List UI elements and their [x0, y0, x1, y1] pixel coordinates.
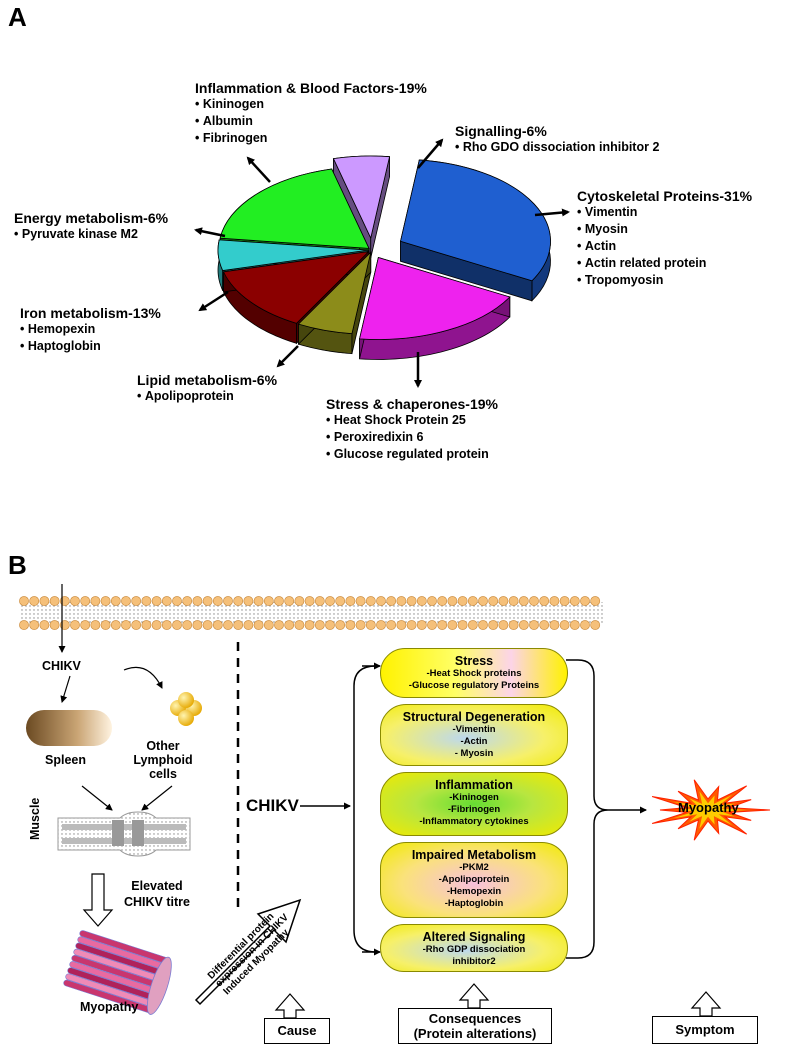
pill-title: Stress: [454, 654, 494, 668]
pill-item: -Inflammatory cytokines: [419, 816, 529, 827]
pill-title: Structural Degeneration: [402, 710, 546, 724]
cat-energy-title: Energy metabolism-6%: [14, 210, 169, 226]
arrow-cytoskeletal: [534, 208, 570, 217]
spleen-label: Spleen: [45, 753, 86, 767]
cat-item: Hemopexin: [20, 321, 161, 338]
cat-item: Rho GDO dissociation inhibitor 2: [455, 139, 660, 156]
cat-cytoskeletal: Cytoskeletal Proteins-31% Vimentin Myosi…: [577, 188, 752, 289]
lymphoid-cells-icon: [170, 692, 202, 726]
mechanism-diagram: Differential proteinexpression in CHIKVI…: [19, 584, 771, 1019]
lymphoid-label: Other Lymphoid cells: [133, 739, 193, 781]
cat-item: Actin related protein: [577, 255, 752, 272]
chikv-label: CHIKV: [42, 659, 81, 673]
cat-item: Fibrinogen: [195, 130, 427, 147]
big-arrow-text: Differential proteinexpression in CHIKVI…: [206, 904, 299, 997]
muscle-label: Muscle: [28, 797, 42, 840]
cat-item: Vimentin: [577, 204, 752, 221]
inflammation-pill: Inflammation -Kininogen -Fibrinogen -Inf…: [380, 772, 568, 836]
cat-item: Albumin: [195, 113, 427, 130]
cat-inflammation: Inflammation & Blood Factors-19% Kininog…: [195, 80, 427, 147]
muscle-fiber-icon: [57, 811, 191, 857]
cat-inflammation-title: Inflammation & Blood Factors-19%: [195, 80, 427, 96]
cat-lipid-title: Lipid metabolism-6%: [137, 372, 278, 388]
cat-iron: Iron metabolism-13% Hemopexin Haptoglobi…: [20, 305, 161, 355]
consequences-line1: Consequences: [428, 1011, 522, 1026]
stress-pill: Stress -Heat Shock proteins -Glucose reg…: [380, 648, 568, 698]
pie-slice: [219, 168, 370, 249]
metabolism-pill: Impaired Metabolism -PKM2 -Apolipoprotei…: [380, 842, 568, 918]
structural-pill: Structural Degeneration -Vimentin -Actin…: [380, 704, 568, 766]
cat-energy: Energy metabolism-6% Pyruvate kinase M2: [14, 210, 168, 243]
cell-membrane: [19, 596, 604, 630]
elevated-titre-label: Elevated CHIKV titre: [124, 879, 190, 909]
pill-title: Impaired Metabolism: [411, 848, 537, 862]
cat-item: Actin: [577, 238, 752, 255]
consequences-line2: (Protein alterations): [413, 1026, 537, 1041]
cat-item: Peroxiredixin 6: [326, 429, 498, 446]
pie-chart: [194, 138, 570, 388]
symptom-box: Symptom: [652, 1016, 758, 1044]
panel-b-letter: B: [8, 550, 27, 580]
cat-stress-title: Stress & chaperones-19%: [326, 396, 498, 412]
pill-item: -Heat Shock proteins: [426, 668, 522, 679]
spleen-shape: [26, 710, 112, 746]
cat-iron-title: Iron metabolism-13%: [20, 305, 161, 321]
cat-signalling: Signalling-6% Rho GDO dissociation inhib…: [455, 123, 659, 156]
cat-item: Heat Shock Protein 25: [326, 412, 498, 429]
pill-item: -PKM2: [459, 862, 489, 873]
pie-slice: [332, 155, 391, 240]
cat-item: Glucose regulated protein: [326, 446, 498, 463]
pill-item: -Fibrinogen: [447, 804, 501, 815]
pill-item: -Hemopexin: [446, 886, 502, 897]
pie-slice: [222, 250, 370, 324]
cat-item: Pyruvate kinase M2: [14, 226, 168, 243]
arrow-lipid: [276, 345, 299, 368]
arrow-energy: [194, 227, 226, 238]
pie-slice: [359, 256, 511, 340]
pie-slice: [217, 239, 369, 271]
pill-item: inhibitor2: [452, 956, 496, 967]
pie-slice: [297, 251, 372, 335]
pill-item: -Actin: [460, 736, 488, 747]
hollow-down-arrow: [82, 873, 114, 927]
chikv-big-label: CHIKV: [246, 796, 299, 815]
myopathy-star-label: Myopathy: [678, 800, 739, 815]
signaling-pill: Altered Signaling -Rho GDP dissociation …: [380, 924, 568, 972]
cat-item: Apolipoprotein: [137, 388, 277, 405]
panel-a-letter: A: [8, 2, 27, 32]
arrow-inflammation: [246, 156, 271, 183]
pie-slice: [400, 159, 551, 282]
pill-item: -Glucose regulatory Proteins: [408, 680, 540, 691]
cat-item: Myosin: [577, 221, 752, 238]
cat-lipid: Lipid metabolism-6% Apolipoprotein: [137, 372, 277, 405]
pill-item: -Kininogen: [449, 792, 499, 803]
consequences-box: Consequences (Protein alterations): [398, 1008, 552, 1044]
cat-item: Tropomyosin: [577, 272, 752, 289]
cat-signalling-title: Signalling-6%: [455, 123, 547, 139]
cause-box: Cause: [264, 1018, 330, 1044]
pill-item: -Apolipoprotein: [438, 874, 510, 885]
cat-item: Haptoglobin: [20, 338, 161, 355]
myopathy-left-label: Myopathy: [80, 1000, 139, 1014]
pill-title: Altered Signaling: [422, 930, 526, 944]
myofibril-bundle-icon: [63, 930, 172, 1015]
pill-item: - Myosin: [454, 748, 494, 759]
big-hollow-arrow: [194, 898, 302, 1006]
pill-item: -Rho GDP dissociation: [422, 944, 526, 955]
pill-item: -Vimentin: [452, 724, 496, 735]
pill-title: Inflammation: [435, 778, 513, 792]
arrow-iron: [198, 290, 229, 312]
pill-item: -Haptoglobin: [444, 898, 504, 909]
cat-cytoskeletal-title: Cytoskeletal Proteins-31%: [577, 188, 753, 204]
cat-stress: Stress & chaperones-19% Heat Shock Prote…: [326, 396, 498, 463]
cat-item: Kininogen: [195, 96, 427, 113]
arrow-signalling: [417, 138, 444, 169]
